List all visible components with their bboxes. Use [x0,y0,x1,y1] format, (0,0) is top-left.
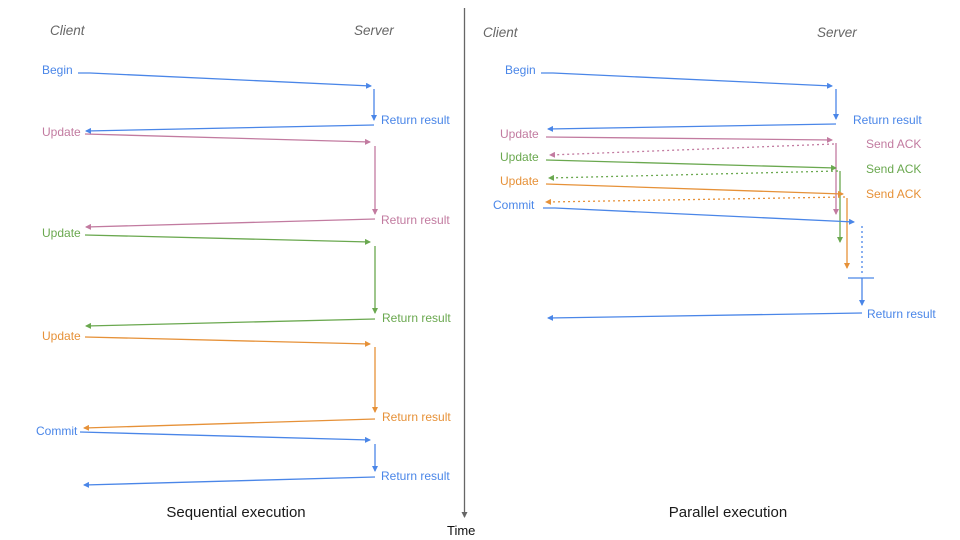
message-label-sequential-begin: Begin [42,63,73,77]
time-axis-label: Time [447,523,476,538]
result-label-sequential-begin: Return result [381,113,450,127]
message-label-sequential-commit: Commit [36,424,78,438]
arrow-sequential-begin-request [78,72,372,89]
parallel-caption: Parallel execution [668,504,788,521]
arrow-parallel-begin-response [547,123,837,132]
result-label-sequential-update-3: Return result [382,410,451,424]
arrow-sequential-begin-response [85,124,375,134]
result-label-sequential-commit: Return result [381,469,450,483]
arrow-sequential-update-3-request [84,336,371,347]
message-label-parallel-update-1: Update [500,127,539,141]
arrow-sequential-commit-request [79,431,371,443]
arrow-parallel-update-3-response [545,196,846,205]
result-label-parallel-update-2: Send ACK [866,162,922,176]
arrow-sequential-update-3-response [83,418,376,431]
message-label-parallel-update-3: Update [500,174,539,188]
arrow-parallel-update-2-request [545,159,837,171]
result-label-sequential-update-1: Return result [381,213,450,227]
arrow-parallel-update-1-request [545,136,833,143]
result-label-parallel-begin: Return result [853,113,922,127]
result-label-parallel-update-1: Send ACK [866,137,922,151]
message-label-parallel-begin: Begin [505,63,536,77]
result-label-parallel-commit: Return result [867,307,936,321]
arrow-sequential-update-2-request [84,234,371,245]
message-label-parallel-update-2: Update [500,150,539,164]
sequential-client-header: Client [50,23,85,38]
arrow-parallel-commit-request [543,207,855,225]
arrow-parallel-begin-request [541,72,833,89]
sequential-caption: Sequential execution [166,504,306,521]
result-label-parallel-update-3: Send ACK [866,187,922,201]
result-label-sequential-update-2: Return result [382,311,451,325]
arrow-sequential-update-1-request [84,133,371,145]
message-label-parallel-commit: Commit [493,198,535,212]
parallel-client-header: Client [483,25,518,40]
arrow-parallel-commit-response [547,312,863,321]
arrow-sequential-commit-response [83,476,376,488]
arrow-parallel-update-3-request [545,183,844,197]
arrow-sequential-update-1-response [85,218,376,230]
parallel-server-header: Server [817,25,857,40]
message-label-sequential-update-1: Update [42,125,81,139]
arrow-parallel-update-2-response [548,170,839,181]
arrow-parallel-update-1-response [549,143,835,158]
message-label-sequential-update-3: Update [42,329,81,343]
arrow-sequential-update-2-response [85,318,376,329]
message-label-sequential-update-2: Update [42,226,81,240]
sequential-server-header: Server [354,23,394,38]
